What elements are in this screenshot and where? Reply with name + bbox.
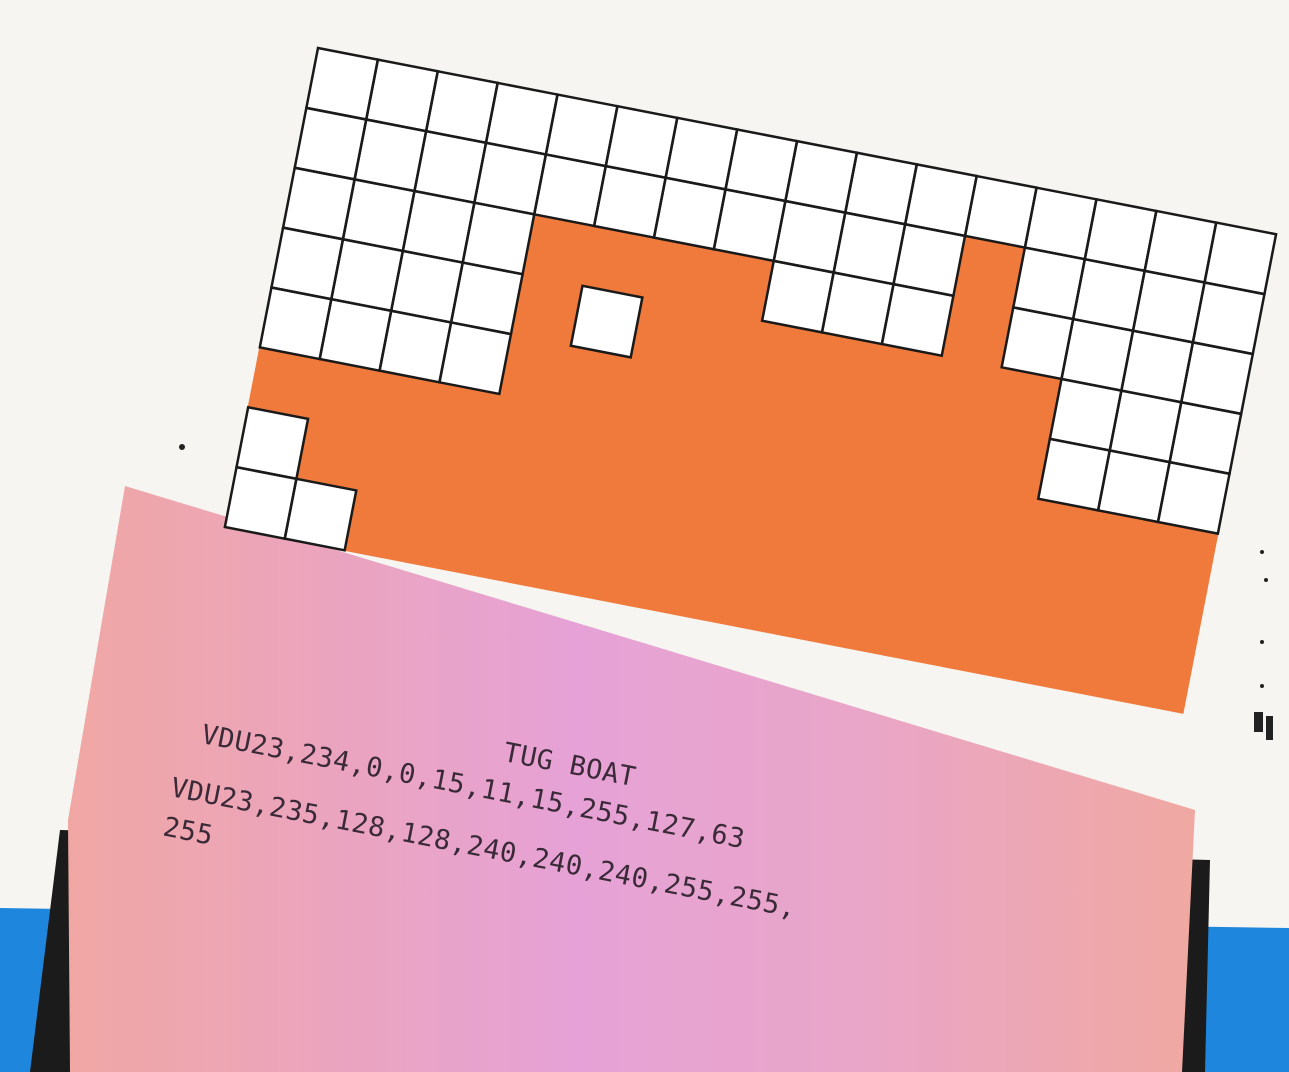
filled-pixel xyxy=(835,523,908,596)
filled-pixel xyxy=(678,368,751,441)
filled-pixel xyxy=(715,500,788,573)
filled-pixel xyxy=(547,405,620,478)
filled-pixel xyxy=(763,571,836,644)
filled-pixel xyxy=(930,355,1003,428)
filled-pixel xyxy=(464,513,537,586)
filled-pixel xyxy=(535,465,608,538)
filled-pixel xyxy=(1134,581,1207,654)
filled-pixel xyxy=(643,548,716,621)
filled-pixel xyxy=(416,442,489,515)
filled-pixel xyxy=(846,463,919,536)
filled-pixel xyxy=(595,477,668,550)
filled-pixel xyxy=(786,452,859,525)
filled-pixel xyxy=(775,511,848,584)
filled-pixel xyxy=(895,535,968,608)
filled-pixel xyxy=(918,415,991,488)
filled-pixel xyxy=(655,488,728,561)
filled-pixel xyxy=(858,403,931,476)
filled-pixel xyxy=(727,440,800,513)
filled-pixel xyxy=(356,430,429,503)
filled-pixel xyxy=(1063,630,1136,703)
filled-pixel xyxy=(487,393,560,466)
filled-pixel xyxy=(1003,618,1076,691)
filled-pixel xyxy=(1014,558,1087,631)
filled-pixel xyxy=(524,525,597,598)
filled-pixel xyxy=(667,428,740,501)
filled-pixel xyxy=(1122,641,1195,714)
filled-pixel xyxy=(943,606,1016,679)
filled-pixel xyxy=(798,392,871,465)
filled-pixel xyxy=(404,501,477,574)
filled-pixel xyxy=(475,453,548,526)
filled-pixel xyxy=(690,309,763,382)
filled-pixel xyxy=(607,417,680,490)
filled-pixel xyxy=(906,475,979,548)
filled-pixel xyxy=(738,380,811,453)
filled-pixel xyxy=(823,583,896,656)
filled-pixel xyxy=(618,357,691,430)
filled-pixel xyxy=(1074,570,1147,643)
filled-pixel xyxy=(703,560,776,633)
filled-pixel xyxy=(883,595,956,668)
filled-pixel xyxy=(954,546,1027,619)
filled-pixel xyxy=(584,536,657,609)
filled-pixel xyxy=(966,486,1039,559)
